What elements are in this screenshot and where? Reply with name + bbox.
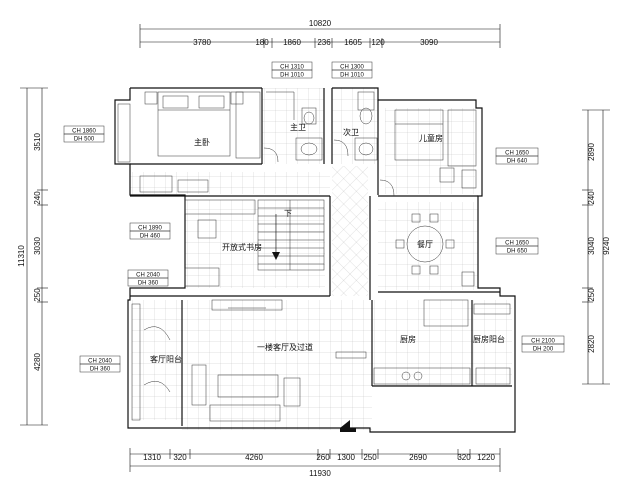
bottom-dim-8: 320 [457,453,471,462]
tag-ch: CH 1890 [138,226,162,232]
room-label-study: 开放式书房 [222,242,262,252]
room-label-dining: 餐厅 [417,240,433,249]
living-furniture [191,299,367,422]
top-dim-6: 120 [371,38,385,47]
bottom-dim-5: 1300 [337,453,355,462]
tag-ch: CH 2040 [88,359,112,365]
stair-down-label: 下 [284,209,292,218]
right-dim-5: 2820 [587,335,596,353]
tag-dh: DH 360 [138,281,159,287]
room-label-master-bedroom: 主卧 [194,137,210,147]
second-bath-fixtures [333,91,378,161]
height-tag-living-lower: CH 2040 DH 360 [79,355,121,373]
left-dim-5: 4280 [33,353,42,371]
right-total-dim: 9240 [602,237,611,255]
height-tag-kids-room: CH 1650 DH 640 [495,147,539,165]
right-dim-2: 240 [587,191,596,205]
kitchen-fixtures [373,299,511,385]
tag-dh: DH 1010 [280,73,304,79]
kids-room-furniture [379,109,477,197]
tag-dh: DH 360 [90,367,111,373]
height-tag-study: CH 1890 DH 460 [129,222,171,240]
room-label-second-bath: 次卫 [343,127,359,137]
tag-ch: CH 1860 [72,129,96,135]
right-dim-3: 3040 [587,237,596,255]
bottom-dimension-lines [129,448,501,472]
top-dim-4: 236 [317,38,331,47]
tag-dh: DH 1010 [340,73,364,79]
right-dimension-lines [582,109,610,385]
tag-ch: CH 1300 [340,65,364,71]
bottom-dim-7: 2690 [409,453,427,462]
left-dim-3: 3030 [33,237,42,255]
walls [114,87,516,433]
study-furniture [184,199,256,287]
tag-dh: DH 460 [140,234,161,240]
bottom-dim-9: 1220 [477,453,495,462]
left-total-dim: 11310 [17,245,26,267]
tag-ch: CH 2040 [136,273,160,279]
bottom-dim-6: 250 [363,453,377,462]
bottom-dim-2: 320 [173,453,187,462]
tag-ch: CH 1310 [280,65,304,71]
entrance-arrow-icon [340,420,356,432]
top-dim-1: 3780 [193,38,211,47]
height-tag-living-upper: CH 2040 DH 360 [127,269,169,287]
height-tag-second-bath: CH 1300 DH 1010 [331,61,373,79]
tag-dh: DH 200 [533,347,554,353]
bottom-total-dim: 11930 [309,469,331,478]
height-tag-master-bath: CH 1310 DH 1010 [271,61,313,79]
master-bedroom-furniture [117,91,261,193]
tag-dh: DH 500 [74,137,95,143]
living-balcony-furniture [131,303,171,421]
top-dim-3: 1860 [283,38,301,47]
left-dim-1: 3510 [33,133,42,151]
dining-furniture [395,213,475,287]
tag-ch: CH 2100 [531,339,555,345]
top-total-dim: 10820 [309,19,332,28]
room-label-kitchen: 厨房 [400,334,416,344]
top-dim-2: 180 [255,38,269,47]
height-tag-kitchen-balcony: CH 2100 DH 200 [521,335,565,353]
tag-dh: DH 640 [507,159,528,165]
master-bath-fixtures [263,91,323,163]
floor-tiles [130,88,512,430]
room-label-kids-room: 儿童房 [419,133,443,143]
bottom-dim-1: 1310 [143,453,161,462]
left-dim-4: 250 [33,288,42,302]
bottom-dim-4: 260 [316,453,330,462]
top-dim-7: 3090 [420,38,438,47]
left-dim-2: 240 [33,191,42,205]
room-label-living-balcony: 客厅阳台 [150,354,182,364]
tag-dh: DH 650 [507,249,528,255]
height-tag-dining: CH 1650 DH 650 [495,237,539,255]
staircase [257,199,325,271]
top-dimension-lines [139,24,501,48]
room-label-living: 一楼客厅及过道 [257,342,313,352]
tag-ch: CH 1650 [505,241,529,247]
tag-ch: CH 1650 [505,151,529,157]
room-label-kitchen-balcony: 厨房阳台 [473,334,505,344]
left-dimension-lines [20,87,48,426]
top-dim-5: 1605 [344,38,362,47]
right-dim-1: 2890 [587,143,596,161]
bottom-dim-3: 4260 [245,453,263,462]
room-label-master-bath: 主卫 [290,122,306,132]
height-tag-master-bedroom: CH 1860 DH 500 [63,125,105,143]
right-dim-4: 250 [587,288,596,302]
